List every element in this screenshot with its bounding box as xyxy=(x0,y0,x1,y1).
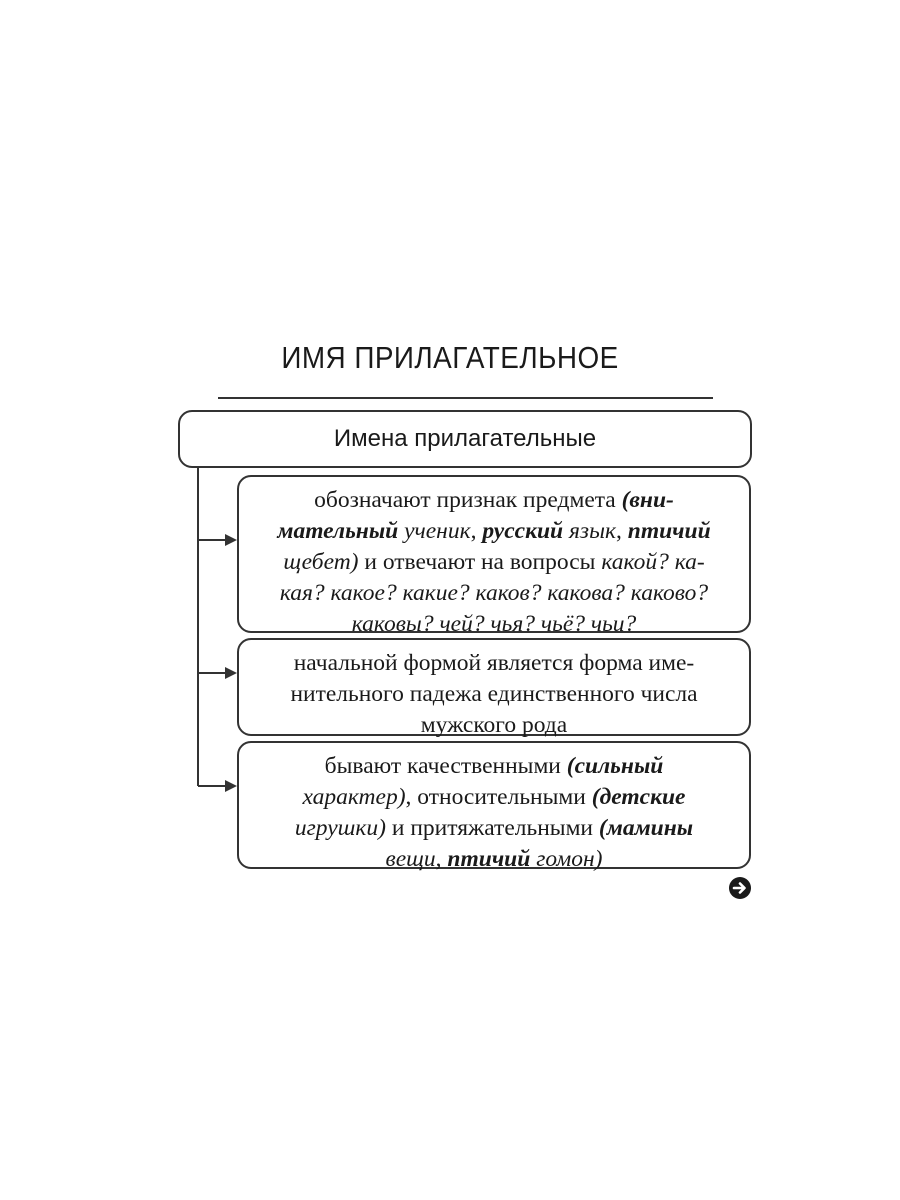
example-bold: (детские xyxy=(591,784,686,810)
header-box-label: Имена прилагательные xyxy=(333,425,597,452)
text-segment: и притяжательными xyxy=(386,815,599,841)
text-segment: , xyxy=(435,846,448,872)
arrow-head-3 xyxy=(225,780,237,792)
example-bold: русский xyxy=(482,518,564,544)
arrow-head-1 xyxy=(225,534,237,546)
example-italic: язык xyxy=(563,518,616,544)
example-italic: щебет) xyxy=(283,549,359,575)
property-box-initial-form: начальной формой является форма име- нит… xyxy=(237,638,751,738)
example-bold: птичий xyxy=(447,846,531,872)
question-italic: какой? ка- xyxy=(601,549,705,575)
page-title: ИМЯ ПРИЛАГАТЕЛЬНОЕ xyxy=(281,340,619,375)
text-segment: , xyxy=(470,518,483,544)
example-bold: (вни- xyxy=(621,487,674,513)
example-bold: мательный xyxy=(277,518,399,544)
header-box: Имена прилагательные xyxy=(178,410,752,468)
arrow-right-circle-icon[interactable] xyxy=(727,875,753,901)
text-segment: , xyxy=(616,518,628,544)
text-line: начальной формой является форма име- xyxy=(293,650,695,676)
example-italic: ученик xyxy=(398,518,471,544)
example-bold: (мамины xyxy=(598,815,694,841)
text-line: мужского рода xyxy=(420,712,568,738)
example-italic: характер) xyxy=(302,784,406,810)
example-bold: птичий xyxy=(627,518,711,544)
question-italic: кая? какое? какие? каков? какова? каково… xyxy=(279,580,709,606)
text-line: нительного падежа единственного числа xyxy=(290,681,698,707)
example-italic: вещи xyxy=(385,846,436,872)
text-segment: бывают качественными xyxy=(324,753,567,779)
property-box-categories: бывают качественными (сильный характер),… xyxy=(237,741,751,872)
question-italic: каковы? чей? чья? чьё? чьи? xyxy=(351,611,637,637)
arrow-head-2 xyxy=(225,667,237,679)
example-italic: игрушки) xyxy=(294,815,386,841)
example-bold: (сильный xyxy=(566,753,664,779)
text-segment: , относительными xyxy=(405,784,592,810)
example-italic: гомон) xyxy=(530,846,603,872)
text-segment: и отвечают на вопросы xyxy=(358,549,602,575)
title-underline xyxy=(218,397,713,399)
property-box-meaning: обозначают признак предмета (вни- матель… xyxy=(237,475,751,637)
text-segment: обозначают признак предмета xyxy=(314,487,622,513)
